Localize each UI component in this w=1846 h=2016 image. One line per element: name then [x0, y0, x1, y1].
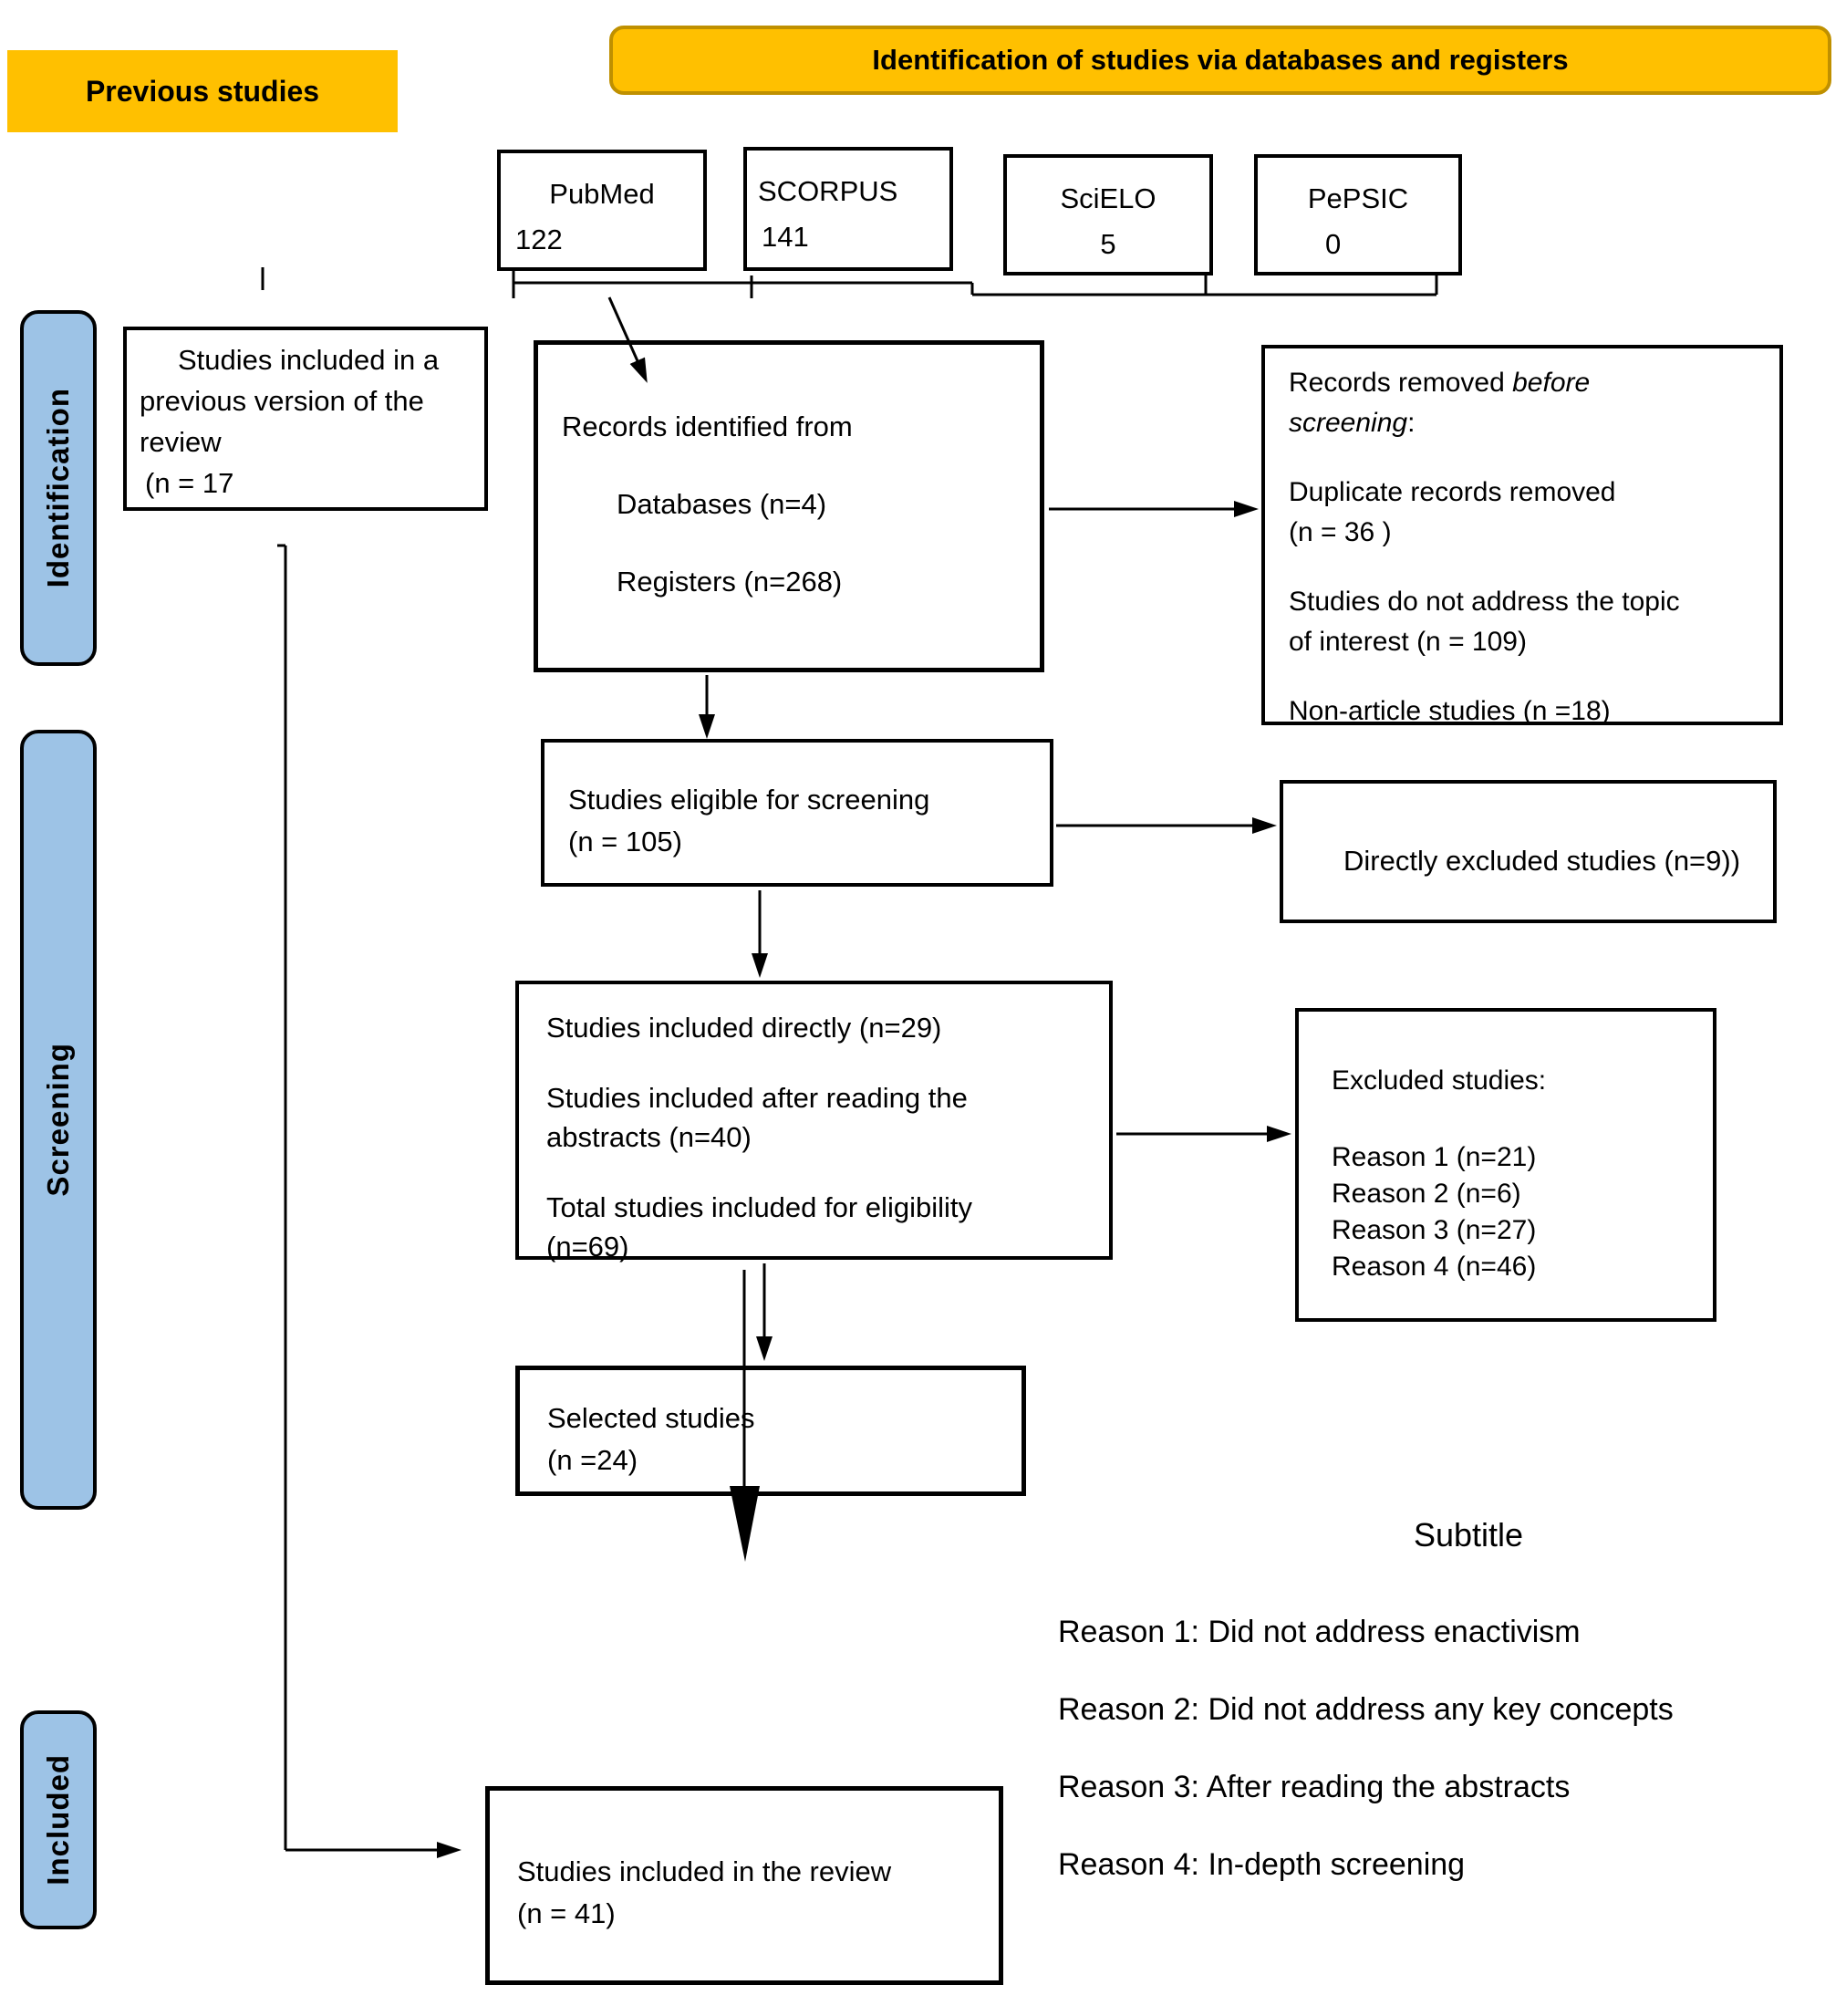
- source-bracket-left: [512, 271, 974, 298]
- source-count: 141: [762, 221, 809, 253]
- legend-reason: Reason 2: Did not address any key concep…: [1058, 1692, 1674, 1727]
- box-text-segment: Records removed: [1289, 368, 1513, 398]
- box-text-line: Reason 2 (n=6): [1332, 1179, 1521, 1209]
- legend-reason: Reason 1: Did not address enactivism: [1058, 1615, 1581, 1649]
- screened-box: Studies included directly (n=29) Studies…: [515, 981, 1113, 1263]
- box-text-line: (n =24): [547, 1444, 638, 1476]
- selected-box: Selected studies (n =24): [515, 1366, 1026, 1496]
- box-text-line: previous version of the: [140, 385, 424, 417]
- box-text-line: Records identified from: [562, 410, 853, 442]
- box-text-line: (n = 41): [517, 1897, 616, 1929]
- spacer: [1289, 443, 1756, 473]
- box-text-line: Reason 1 (n=21): [1332, 1142, 1537, 1172]
- box-text-line: Total studies included for eligibility: [546, 1191, 972, 1223]
- box-text-line: Records removed before: [1289, 363, 1756, 403]
- identification-banner-label: Identification of studies via databases …: [872, 44, 1569, 76]
- source-box-scorpus: SCORPUS 141: [743, 147, 953, 271]
- box-text-line: Reason 4 (n=46): [1332, 1252, 1537, 1282]
- arrow-previous-to-review: [277, 544, 440, 1850]
- records-removed-box: Records removed before screening: Duplic…: [1261, 345, 1783, 726]
- box-text-line: Studies included in the review: [517, 1855, 892, 1887]
- source-name: PubMed: [549, 178, 655, 210]
- spacer: [1332, 1099, 1713, 1139]
- box-text-line: of interest (n = 109): [1289, 627, 1527, 657]
- box-text-line: Databases (n=4): [617, 488, 827, 520]
- box-text-line: Studies included after reading the: [546, 1082, 968, 1114]
- spacer: [1289, 662, 1756, 691]
- review-box: Studies included in the review (n = 41): [485, 1786, 1003, 1985]
- box-text-line: review: [140, 426, 222, 458]
- source-count: 122: [515, 223, 563, 255]
- box-text-line: Studies do not address the topic: [1289, 587, 1680, 617]
- sidebar-stage-included: Included: [20, 1710, 97, 1929]
- box-text-segment: :: [1407, 408, 1416, 438]
- source-bracket-right: [972, 275, 1438, 296]
- stage-label-identification: Identification: [41, 388, 75, 588]
- box-text-line: (n = 17: [145, 467, 234, 499]
- box-text-line: Non-article studies (n =18): [1289, 696, 1611, 726]
- eligible-box: Studies eligible for screening (n = 105): [541, 739, 1053, 887]
- stage-label-included: Included: [41, 1754, 75, 1886]
- box-text-line: Duplicate records removed: [1289, 477, 1616, 507]
- box-text-line: Studies eligible for screening: [568, 784, 930, 816]
- source-name: SCORPUS: [758, 175, 898, 207]
- box-text-segment-italic: before: [1512, 368, 1591, 398]
- previous-version-box: Studies included in a previous version o…: [123, 327, 488, 511]
- legend-block: Subtitle Reason 1: Did not address enact…: [1058, 1516, 1846, 1883]
- box-text-line: screening:: [1289, 403, 1756, 443]
- box-text-line: Studies included in a: [178, 344, 440, 376]
- excluded-box: Excluded studies: Reason 1 (n=21) Reason…: [1295, 1008, 1716, 1322]
- sidebar-stage-screening: Screening: [20, 730, 97, 1510]
- box-text-line: Registers (n=268): [617, 566, 843, 598]
- spacer: [1289, 553, 1756, 582]
- previous-studies-banner: Previous studies: [7, 50, 398, 132]
- box-text-line: Directly excluded studies (n=9)): [1343, 845, 1741, 877]
- source-box-pepsic: PePSIC 0: [1254, 154, 1462, 275]
- box-text-line: (n = 105): [568, 826, 682, 857]
- directly-excluded-box: Directly excluded studies (n=9)): [1280, 780, 1777, 923]
- box-text-line: Studies included directly (n=29): [546, 1012, 942, 1044]
- legend-title: Subtitle: [1413, 1516, 1524, 1554]
- box-text-line: Reason 3 (n=27): [1332, 1215, 1537, 1245]
- box-text-line: (n=69): [546, 1231, 629, 1263]
- identification-banner: Identification of studies via databases …: [609, 26, 1831, 95]
- box-text-segment-italic: screening: [1289, 408, 1408, 438]
- box-text-line: abstracts (n=40): [546, 1121, 752, 1153]
- records-identified-box: Records identified from Databases (n=4) …: [534, 340, 1044, 672]
- legend-reason: Reason 3: After reading the abstracts: [1058, 1770, 1571, 1804]
- spacer: [546, 1157, 1091, 1188]
- source-box-pubmed: PubMed 122: [497, 150, 707, 271]
- stage-label-screening: Screening: [41, 1043, 75, 1197]
- source-name: PePSIC: [1307, 182, 1409, 214]
- box-text-line: Selected studies: [547, 1402, 755, 1434]
- previous-studies-banner-label: Previous studies: [85, 74, 320, 108]
- box-text-line: Excluded studies:: [1332, 1065, 1547, 1096]
- source-name: SciELO: [1060, 182, 1156, 214]
- sidebar-stage-identification: Identification: [20, 310, 97, 666]
- source-count: 0: [1325, 228, 1342, 260]
- legend-reason: Reason 4: In-depth screening: [1058, 1847, 1466, 1882]
- spacer: [546, 1047, 1091, 1078]
- source-box-scielo: SciELO 5: [1003, 154, 1213, 275]
- source-count: 5: [1100, 228, 1116, 260]
- box-text-line: (n = 36 ): [1289, 517, 1392, 547]
- big-down-arrowhead: [730, 1486, 760, 1562]
